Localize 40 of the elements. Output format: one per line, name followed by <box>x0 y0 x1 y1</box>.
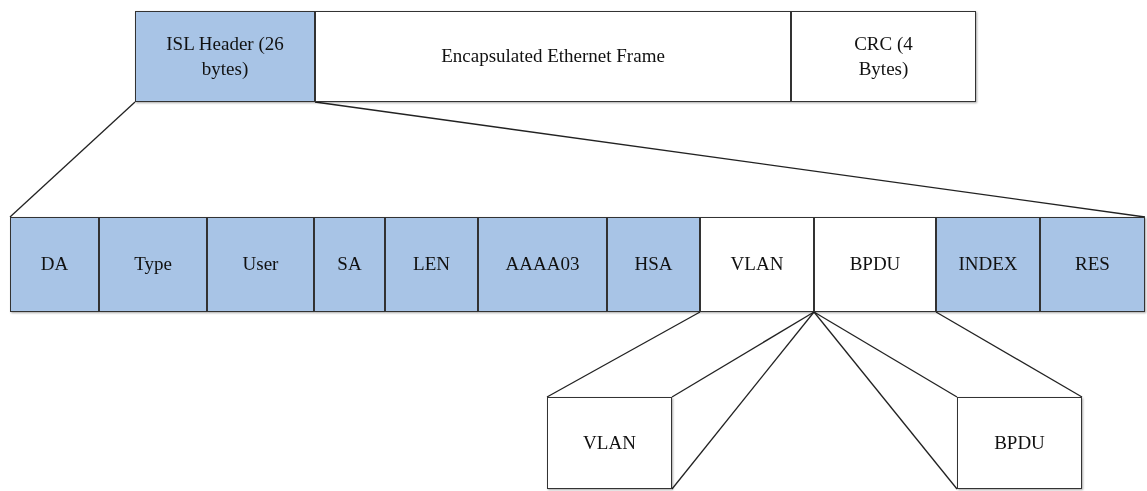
field-label: Type <box>134 252 172 277</box>
field-box <box>314 217 385 312</box>
field-label: HSA <box>634 252 673 277</box>
field-box <box>1040 217 1145 312</box>
field-box <box>607 217 700 312</box>
field-box <box>10 217 99 312</box>
leader-line <box>935 311 1083 398</box>
field-label: AAAA03 <box>505 252 580 277</box>
field-label: SA <box>337 252 362 277</box>
field-label: VLAN <box>730 252 784 277</box>
field-label: LEN <box>413 252 450 277</box>
field-label: BPDU <box>994 430 1045 455</box>
field-box <box>385 217 478 312</box>
field-label: CRC (4 Bytes) <box>853 31 914 81</box>
field-label: VLAN <box>583 430 636 455</box>
field-box <box>478 217 607 312</box>
field-box <box>814 217 936 312</box>
leader-line <box>813 311 958 398</box>
leader-line <box>671 311 815 398</box>
field-label: Encapsulated Ethernet Frame <box>440 44 666 69</box>
field-label: User <box>242 252 279 277</box>
field-box <box>99 217 207 312</box>
leader-line <box>314 101 1146 218</box>
field-box <box>547 397 672 489</box>
leader-line <box>671 311 815 490</box>
field-label: ISL Header (26 bytes) <box>165 31 285 81</box>
field-label: DA <box>40 252 69 277</box>
leader-line <box>813 311 958 490</box>
leader-line <box>9 101 136 218</box>
field-box <box>936 217 1040 312</box>
field-box <box>791 11 976 102</box>
field-label: RES <box>1075 252 1110 277</box>
field-box <box>135 11 315 102</box>
field-box <box>207 217 314 312</box>
field-label: BPDU <box>849 252 901 277</box>
field-box <box>700 217 814 312</box>
field-box <box>315 11 791 102</box>
field-box <box>957 397 1082 489</box>
field-label: INDEX <box>958 252 1018 277</box>
leader-line <box>546 311 701 398</box>
